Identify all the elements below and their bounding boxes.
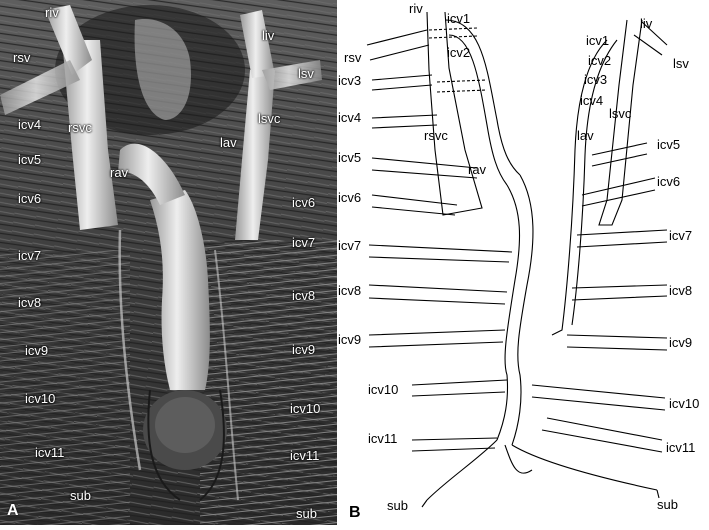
icv3-right-vessel	[371, 74, 433, 91]
diag-label-sub-right: sub	[387, 498, 408, 513]
panel-letter-b: B	[349, 504, 361, 521]
diag-label-riv: riv	[409, 1, 423, 16]
vein-schematic	[366, 11, 668, 508]
label-rav: rav	[110, 165, 129, 180]
diag-label-icv7-left: icv7	[669, 228, 693, 243]
label-icv8-right: icv8	[292, 288, 316, 303]
icv7-left-vessel	[576, 229, 668, 248]
label-icv10-right: icv10	[290, 401, 321, 416]
diag-label-icv1-right: icv1	[447, 11, 471, 26]
label-liv: liv	[262, 28, 275, 43]
azygos-trunk	[150, 190, 210, 390]
rsv-branch	[366, 29, 430, 61]
diag-label-icv11-left: icv11	[666, 440, 696, 455]
liv-vessel	[240, 10, 275, 78]
rav-vessel	[118, 143, 185, 205]
diag-label-icv1-left: icv1	[586, 33, 610, 48]
diag-label-icv9-left: icv9	[669, 335, 693, 350]
icv10-left-vessel	[531, 384, 666, 411]
diag-label-icv5-right: icv5	[338, 150, 362, 165]
label-icv4: icv4	[18, 117, 42, 132]
label-rsv: rsv	[13, 50, 31, 65]
label-icv6-left: icv6	[18, 191, 42, 206]
diag-label-icv10-right: icv10	[368, 382, 399, 397]
label-sub-left: sub	[70, 488, 91, 503]
label-riv: riv	[45, 5, 59, 20]
riv-vessel	[45, 5, 92, 75]
icv4-right-vessel	[371, 114, 438, 129]
lsv-vessel	[262, 60, 322, 90]
diag-label-icv10-left: icv10	[669, 396, 700, 411]
label-icv7-left: icv7	[18, 248, 42, 263]
diag-label-lsvc: lsvc	[609, 106, 632, 121]
dissection-photo-panel: riv liv rsv lsv rsvc lsvc lav rav icv4 i…	[0, 0, 337, 525]
label-lsvc: lsvc	[258, 111, 281, 126]
diag-label-icv9-right: icv9	[338, 332, 362, 347]
dissection-photo	[0, 0, 337, 525]
diag-label-liv: liv	[640, 16, 653, 31]
rsv-vessel	[0, 60, 80, 115]
azygos-wall-right	[511, 174, 534, 446]
label-icv11-left: icv11	[35, 445, 65, 460]
icv5-right-vessel	[371, 157, 478, 179]
diag-label-icv3-left: icv3	[584, 72, 608, 87]
label-icv7-right: icv7	[292, 235, 316, 250]
label-sub-right: sub	[296, 506, 317, 521]
diag-label-icv2-left: icv2	[588, 53, 612, 68]
label-icv9-left: icv9	[25, 343, 49, 358]
icv7-right-vessel	[368, 244, 513, 263]
rsvc-outline	[426, 11, 483, 216]
icv8-right-vessel	[368, 284, 508, 305]
schematic-drawing-panel: riv icv1 icv2 rsv icv3 icv4 rsvc icv5 ra…	[337, 0, 709, 525]
rsvc-vessel	[62, 40, 118, 230]
icv11-left-vessel	[541, 417, 663, 453]
icv6-right-vessel	[371, 194, 458, 216]
lsv-branch	[633, 21, 668, 56]
diag-label-icv2-right: icv2	[447, 45, 471, 60]
panel-letter-a: A	[7, 502, 19, 519]
label-icv6-right: icv6	[292, 195, 316, 210]
lsvc-vessel	[235, 70, 275, 240]
diag-label-icv6-left: icv6	[657, 174, 681, 189]
icv11-right-vessel	[411, 437, 498, 452]
diag-label-rsv: rsv	[344, 50, 362, 65]
icv6-left-vessel	[581, 177, 656, 207]
label-rsvc: rsvc	[68, 120, 92, 135]
label-icv8-left: icv8	[18, 295, 42, 310]
diag-label-icv7-right: icv7	[338, 238, 362, 253]
diag-label-icv4-right: icv4	[338, 110, 362, 125]
diag-label-sub-left: sub	[657, 497, 678, 512]
diag-label-icv8-right: icv8	[338, 283, 362, 298]
label-icv5: icv5	[18, 152, 42, 167]
azygos-wall-left	[496, 184, 521, 441]
icv5-left-vessel	[591, 142, 648, 167]
label-lav: lav	[220, 135, 237, 150]
label-lsv: lsv	[298, 66, 314, 81]
diag-label-icv3-right: icv3	[338, 73, 362, 88]
lsvc-outline	[598, 19, 643, 226]
label-icv9-right: icv9	[292, 342, 316, 357]
icv8-left-vessel	[571, 284, 668, 301]
diag-label-icv8-left: icv8	[669, 283, 693, 298]
diag-label-lsv: lsv	[673, 56, 689, 71]
icv9-left-vessel	[566, 334, 668, 351]
diag-label-rsvc: rsvc	[424, 128, 448, 143]
diag-label-rav: rav	[468, 162, 487, 177]
label-icv10-left: icv10	[25, 391, 56, 406]
icv10-right-vessel	[411, 379, 508, 397]
diag-label-icv11-right: icv11	[368, 431, 398, 446]
diag-label-icv6-right: icv6	[338, 190, 362, 205]
diag-label-icv5-left: icv5	[657, 137, 681, 152]
diag-label-lav: lav	[577, 128, 594, 143]
diag-label-icv4-left: icv4	[580, 93, 604, 108]
label-icv11-right: icv11	[290, 448, 320, 463]
icv9-right-vessel	[368, 329, 506, 348]
